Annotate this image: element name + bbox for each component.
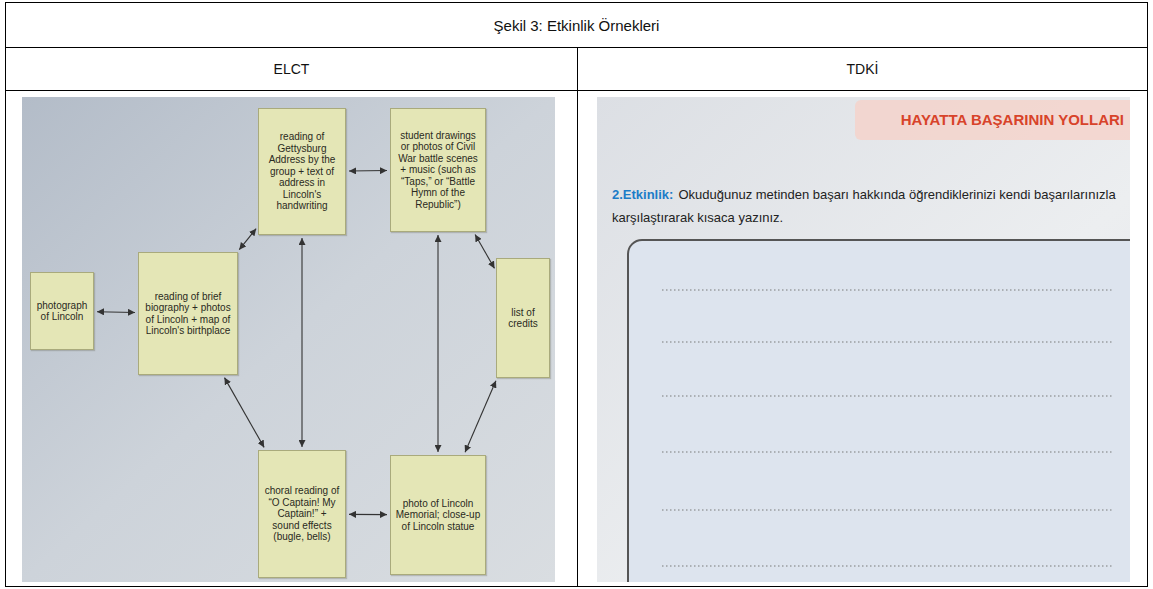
flow-box: photograph of Lincoln: [30, 272, 94, 350]
flow-arrow: [97, 311, 135, 313]
table-grid: [6, 3, 1148, 587]
photo-left: [22, 97, 555, 582]
activity-number: 2.Etkinlik:: [612, 187, 673, 202]
flow-box: choral reading of “O Captain! My Captain…: [258, 450, 346, 578]
box-text: reading of brief biography + photos of L…: [143, 291, 233, 337]
writing-lines: [662, 290, 1112, 566]
flow-arrow: [475, 235, 494, 269]
flow-box: student drawings or photos of Civil War …: [390, 108, 486, 232]
flow-arrow: [349, 514, 387, 515]
flow-box: photo of Lincoln Memorial; close-up of L…: [390, 455, 486, 575]
writing-line: [662, 565, 1112, 566]
writing-line: [662, 451, 1112, 452]
box-text: student drawings or photos of Civil War …: [395, 130, 481, 211]
writing-line: [662, 341, 1112, 342]
flow-box: list of credits: [496, 258, 550, 378]
answer-box: [628, 240, 1130, 582]
table-rule: [577, 48, 578, 587]
table-border: [6, 3, 1148, 587]
flow-arrow: [349, 170, 387, 172]
table-rule: [6, 47, 1148, 48]
flow-arrow: [224, 378, 264, 448]
flow-arrow: [465, 381, 496, 452]
worksheet-heading: HAYATTA BAŞARININ YOLLARI: [852, 106, 1124, 132]
activity-instruction: Okuduğunuz metinden başarı hakkında öğre…: [612, 187, 1116, 225]
flow-arrow: [301, 238, 302, 447]
instruction-block: 2.Etkinlik:Okuduğunuz metinden başarı ha…: [612, 182, 1120, 228]
figure-title: Şekil 3: Etkinlik Örnekleri: [6, 3, 1147, 47]
table-rule: [6, 90, 1148, 91]
writing-line: [662, 509, 1112, 510]
flow-arrow: [239, 229, 256, 250]
flow-box: reading of brief biography + photos of L…: [138, 252, 238, 375]
writing-line: [662, 289, 1112, 290]
box-text: photograph of Lincoln: [35, 300, 89, 323]
flow-arrow: [437, 235, 438, 452]
column-header: ELCT: [6, 48, 577, 90]
box-text: photo of Lincoln Memorial; close-up of L…: [395, 498, 481, 533]
column-header: TDKİ: [578, 48, 1147, 90]
box-text: reading of Gettysburg Address by the gro…: [263, 131, 341, 212]
flow-box: reading of Gettysburg Address by the gro…: [258, 108, 346, 235]
box-text: list of credits: [501, 307, 545, 330]
box-text: choral reading of “O Captain! My Captain…: [263, 485, 341, 543]
writing-line: [662, 395, 1112, 396]
